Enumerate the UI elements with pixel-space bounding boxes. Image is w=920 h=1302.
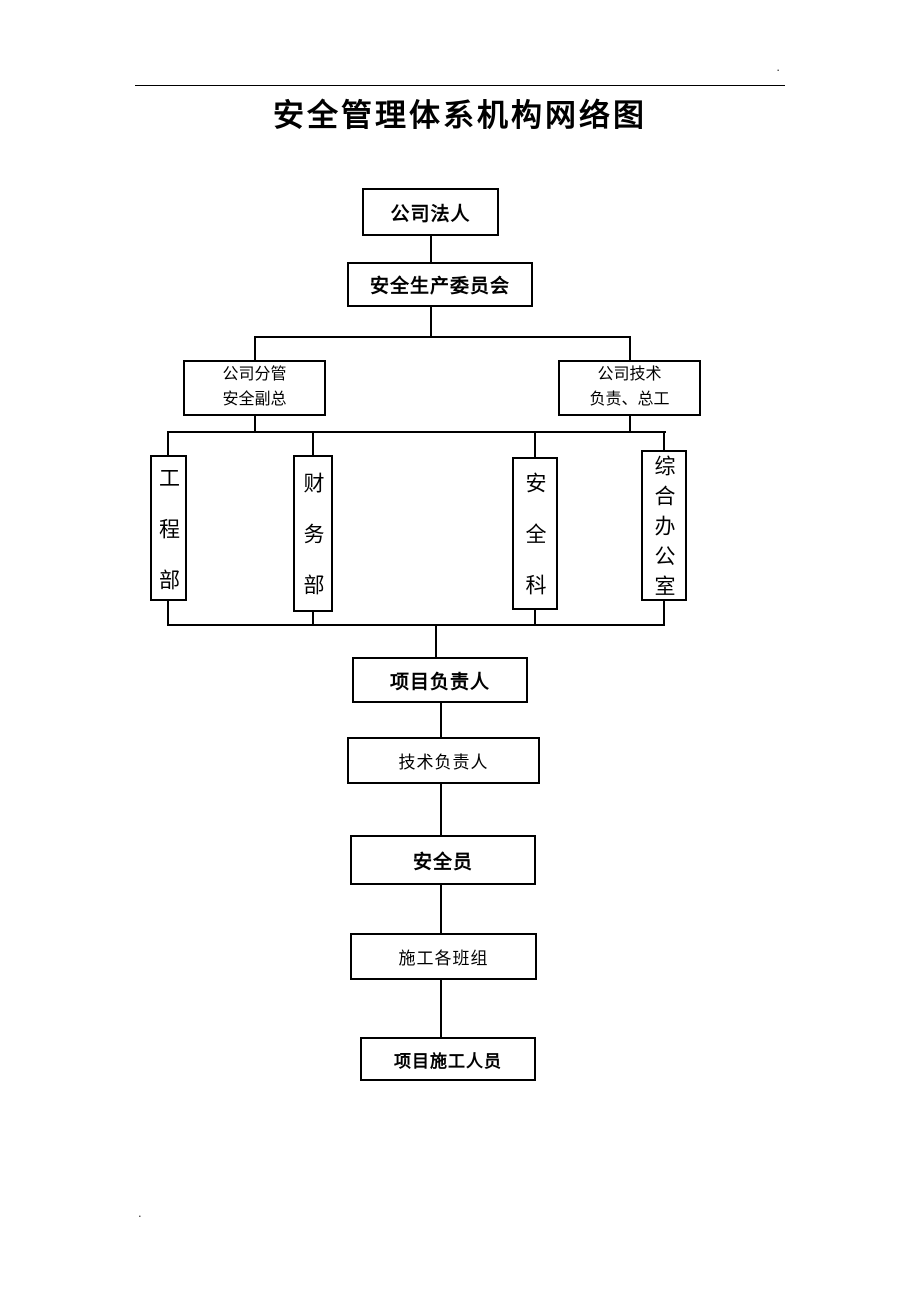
node-technical-manager: 技术负责人 — [347, 737, 540, 784]
node-legal-person-label: 公司法人 — [390, 203, 471, 225]
node-construction-staff-label: 项目施工人员 — [394, 1051, 502, 1071]
connector-line — [629, 337, 631, 360]
connector-line — [254, 337, 256, 360]
node-construction-staff: 项目施工人员 — [360, 1037, 536, 1081]
page-title: 安全管理体系机构网络图 — [273, 98, 647, 133]
connector-line — [440, 885, 442, 933]
stray-mark-bottom-left: . — [138, 1205, 142, 1220]
node-deputy-safety-label: 公司分管 安全副总 — [222, 366, 287, 408]
node-tech-lead: 公司技术 负责、总工 — [558, 360, 701, 416]
node-safety-officer-label: 安全员 — [412, 851, 473, 873]
node-construction-teams-label: 施工各班组 — [398, 949, 489, 968]
connector-line — [663, 432, 665, 450]
node-general-office: 综合办公室 — [641, 450, 687, 605]
connector-line — [534, 432, 536, 457]
connector-line — [167, 601, 169, 625]
node-construction-teams: 施工各班组 — [350, 933, 537, 980]
connector-line — [430, 236, 432, 262]
node-deputy-safety: 公司分管 安全副总 — [183, 360, 326, 416]
connector-line — [254, 336, 631, 338]
header-rule — [135, 85, 785, 86]
connector-line — [167, 432, 169, 455]
node-engineering-dept: 工程部 — [150, 455, 187, 620]
connector-line — [440, 784, 442, 835]
node-legal-person: 公司法人 — [362, 188, 499, 236]
node-finance-dept: 财务部 — [293, 455, 333, 625]
connector-line — [440, 980, 442, 1037]
node-technical-manager-label: 技术负责人 — [398, 753, 489, 772]
connector-line — [435, 625, 437, 657]
node-safety-section-label: 安全科 — [523, 472, 547, 625]
connector-line — [167, 624, 665, 626]
connector-line — [663, 601, 665, 625]
node-finance-dept-label: 财务部 — [301, 472, 325, 625]
node-safety-officer: 安全员 — [350, 835, 536, 885]
connector-line — [440, 703, 442, 737]
node-safety-committee: 安全生产委员会 — [347, 262, 533, 307]
connector-line — [167, 431, 666, 433]
node-safety-section: 安全科 — [512, 457, 558, 625]
stray-mark-top-right: · — [776, 62, 781, 77]
connector-line — [629, 416, 631, 432]
connector-line — [430, 307, 432, 337]
node-project-manager-label: 项目负责人 — [389, 671, 490, 693]
node-tech-lead-label: 公司技术 负责、总工 — [589, 366, 670, 408]
node-engineering-dept-label: 工程部 — [156, 466, 181, 620]
node-safety-committee-label: 安全生产委员会 — [369, 276, 510, 297]
node-project-manager: 项目负责人 — [352, 657, 528, 703]
node-general-office-label: 综合办公室 — [652, 455, 676, 605]
connector-line — [534, 610, 536, 625]
connector-line — [254, 416, 256, 432]
connector-line — [312, 612, 314, 625]
connector-line — [312, 432, 314, 455]
